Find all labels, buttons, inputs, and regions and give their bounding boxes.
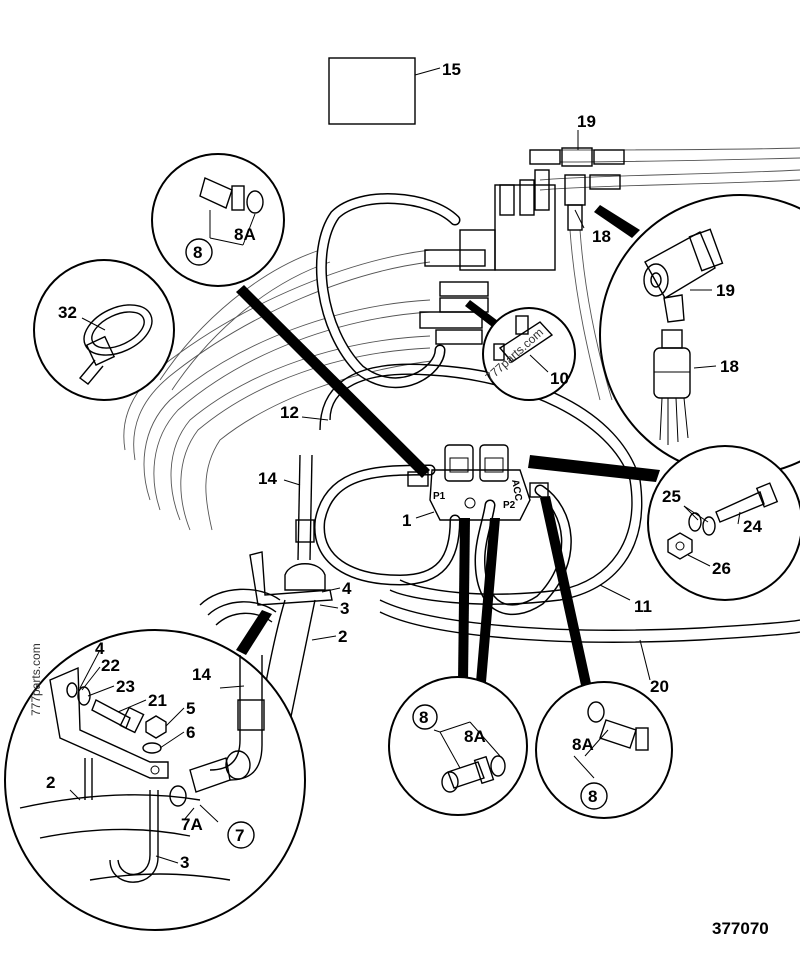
callout-7a: 7A [181,815,203,834]
callout-18: 18 [592,227,611,246]
callout-8a-right: 8A [572,735,594,754]
callout-8a-middle: 8A [464,727,486,746]
callout-21: 21 [148,691,167,710]
callout-12: 12 [280,403,299,422]
callout-14: 14 [258,469,277,488]
control-valve-block: P1 P2 ACC [407,444,549,521]
callout-10: 10 [550,369,569,388]
callout-2: 2 [338,627,347,646]
callout-8-right: 8 [588,787,597,806]
callout-8-top: 8 [193,243,202,262]
callout-6: 6 [186,723,195,742]
leader-wedges [236,205,660,690]
callout-leaders [283,67,651,681]
upper-manifold [419,147,625,345]
port-label-p1: P1 [433,491,446,502]
detail-circle-bracket: 777parts.com 4 22 23 21 5 6 2 3 14 7A 7 [4,629,306,931]
port-label-p2: P2 [503,500,516,511]
callout-22: 22 [101,656,120,675]
detail-circle-8-right: 8 8A [535,681,673,819]
callout-24: 24 [743,517,762,536]
callout-8a-top: 8A [234,225,256,244]
callout-1: 1 [402,511,411,530]
callout-32: 32 [58,303,77,322]
callout-14-detail: 14 [192,665,211,684]
item-15-box [328,57,416,125]
callout-15: 15 [442,60,461,79]
callout-2-detail: 2 [46,773,55,792]
callout-19-detail: 19 [716,281,735,300]
hose-assembly [295,193,800,643]
detail-circle-8-middle: 8 8A [388,676,528,816]
watermark-left: 777parts.com [29,643,43,716]
drawing-number: 377070 [712,919,769,938]
detail-circle-18-19: 19 18 [599,194,800,476]
callout-5: 5 [186,699,195,718]
callout-18-detail: 18 [720,357,739,376]
detail-circle-32: 32 [33,259,175,401]
callout-8-middle: 8 [419,708,428,727]
callout-4-detail: 4 [95,639,105,658]
callout-11: 11 [634,597,652,616]
callout-25: 25 [662,487,681,506]
callout-23: 23 [116,677,135,696]
detail-circle-8-top: 8 8A [151,153,285,287]
callout-26: 26 [712,559,731,578]
callout-20: 20 [650,677,669,696]
callout-3-detail: 3 [180,853,189,872]
detail-circle-24-25-26: 25 24 26 [647,445,800,601]
callout-7: 7 [235,826,244,845]
callout-19: 19 [577,112,596,131]
callout-3: 3 [340,599,349,618]
callout-4: 4 [342,579,352,598]
port-label-acc: ACC [509,479,524,502]
detail-circle-10: 777parts.com 10 [482,307,576,401]
